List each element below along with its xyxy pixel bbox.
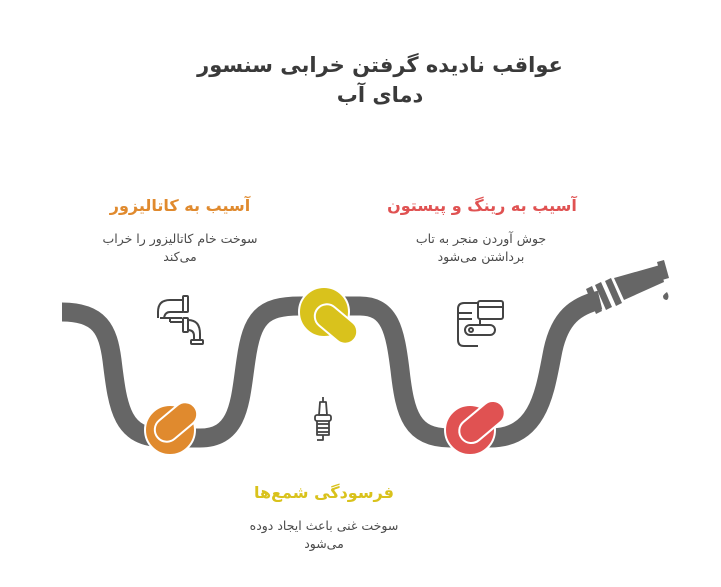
knot-orange	[144, 401, 199, 456]
desc-spark-plugs: سوخت غنی باعث ایجاد دوده می‌شود	[226, 517, 422, 553]
page-title: عواقب نادیده گرفتن خرابی سنسور دمای آب	[160, 50, 600, 110]
desc-catalyst: سوخت خام کاتالیزور را خراب می‌کند	[82, 230, 278, 266]
desc-line: جوش آوردن منجر به تاب	[415, 231, 547, 246]
desc-line: می‌شود	[304, 536, 344, 551]
desc-line: می‌کند	[163, 249, 197, 264]
heading-catalyst: آسیب به کاتالیزور	[109, 196, 251, 215]
hose-nozzle-icon	[586, 260, 669, 314]
title-line-1: عواقب نادیده گرفتن خرابی سنسور	[197, 53, 563, 77]
heading-spark-plugs: فرسودگی شمع‌ها	[254, 483, 394, 502]
desc-line: سوخت خام کاتالیزور را خراب	[102, 231, 258, 246]
pipe-icon	[157, 295, 204, 345]
desc-line: برداشتن می‌شود	[437, 249, 525, 264]
spark-plug-icon	[314, 397, 332, 441]
desc-ring-piston: جوش آوردن منجر به تاب برداشتن می‌شود	[386, 230, 576, 266]
door-lock-icon	[457, 300, 504, 347]
knot-red	[444, 400, 506, 456]
title-line-2: دمای آب	[336, 83, 424, 107]
heading-ring-piston: آسیب به رینگ و پیستون	[387, 196, 577, 215]
desc-line: سوخت غنی باعث ایجاد دوده	[249, 518, 399, 533]
knot-yellow	[298, 286, 359, 345]
